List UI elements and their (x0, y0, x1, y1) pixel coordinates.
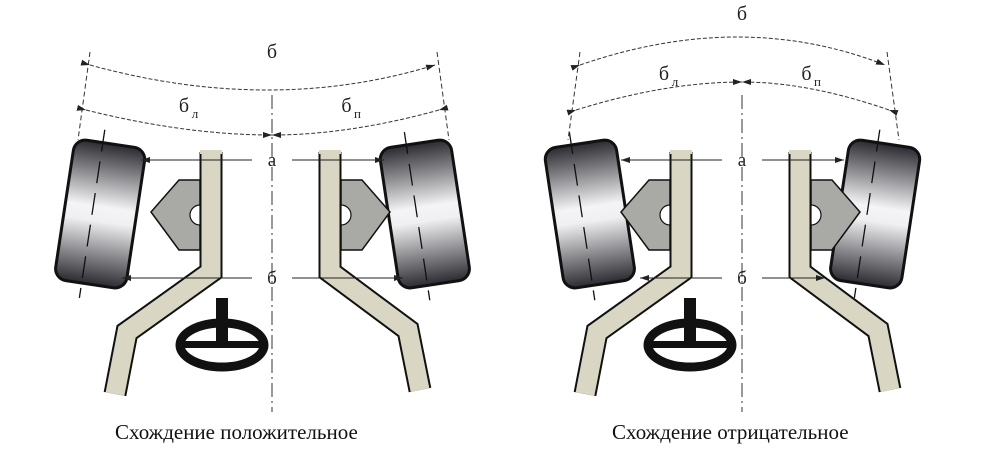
rail-cap (319, 150, 341, 154)
tire (378, 138, 471, 290)
rail-cap (670, 150, 692, 154)
total-toe-arc (80, 59, 436, 91)
wheel-axis-line (403, 132, 431, 301)
tire (54, 138, 147, 290)
knuckle-hole (659, 204, 671, 226)
extension-line (886, 51, 900, 141)
label-left-toe: б (659, 63, 669, 85)
right-toe-arc (741, 79, 899, 116)
wheel-left (54, 129, 147, 298)
label-front-distance: а (738, 150, 747, 171)
label-total-toe: б (737, 3, 747, 25)
steering-knuckle-left (620, 179, 671, 251)
steering-knuckle-left (150, 179, 201, 251)
steering-rim (643, 318, 737, 372)
left-toe-arc (566, 79, 743, 116)
total-toe-arc (570, 36, 886, 71)
steering-wheel-icon (643, 298, 737, 372)
label-left-sub: л (672, 74, 679, 89)
steering-knuckle-right (340, 179, 391, 251)
extension-line (436, 51, 450, 141)
steering-rim (175, 318, 269, 372)
label-rear-distance: б (737, 268, 747, 289)
frame-rail-right (790, 152, 900, 392)
label-right-sub: п (354, 106, 361, 121)
rail-cap (789, 150, 811, 154)
steering-wheel-icon (175, 298, 269, 372)
label-left-toe: б (179, 95, 189, 117)
steering-spoke (650, 341, 730, 348)
label-total-toe: б (267, 41, 277, 63)
caption-negative-toe: Схождение отрицательное (612, 420, 849, 444)
steering-spoke (182, 341, 262, 348)
label-right-sub: п (814, 74, 821, 89)
label-rear-distance: б (267, 268, 277, 289)
label-right-toe: б (341, 95, 351, 117)
wheel-axis-line (568, 132, 596, 301)
right-toe-arc (271, 104, 449, 138)
rail-cap (200, 150, 222, 154)
label-front-distance: а (268, 150, 277, 171)
wheel-axis-line (78, 129, 106, 298)
left-toe-arc (76, 104, 273, 138)
extension-line (567, 51, 581, 141)
knuckle-hole (189, 204, 201, 226)
wheel-right (378, 132, 471, 301)
wheel-axis-line (853, 129, 881, 298)
frame-rail-left (575, 152, 691, 396)
frame-rail-right (320, 152, 430, 392)
extension-line (77, 51, 91, 141)
caption-positive-toe: Схождение положительное (115, 420, 358, 444)
label-right-toe: б (801, 63, 811, 85)
knuckle-hole (340, 204, 352, 226)
label-left-sub: л (192, 106, 199, 121)
frame-rail-left (105, 152, 221, 396)
knuckle-hole (810, 204, 822, 226)
steering-knuckle-right (810, 179, 861, 251)
